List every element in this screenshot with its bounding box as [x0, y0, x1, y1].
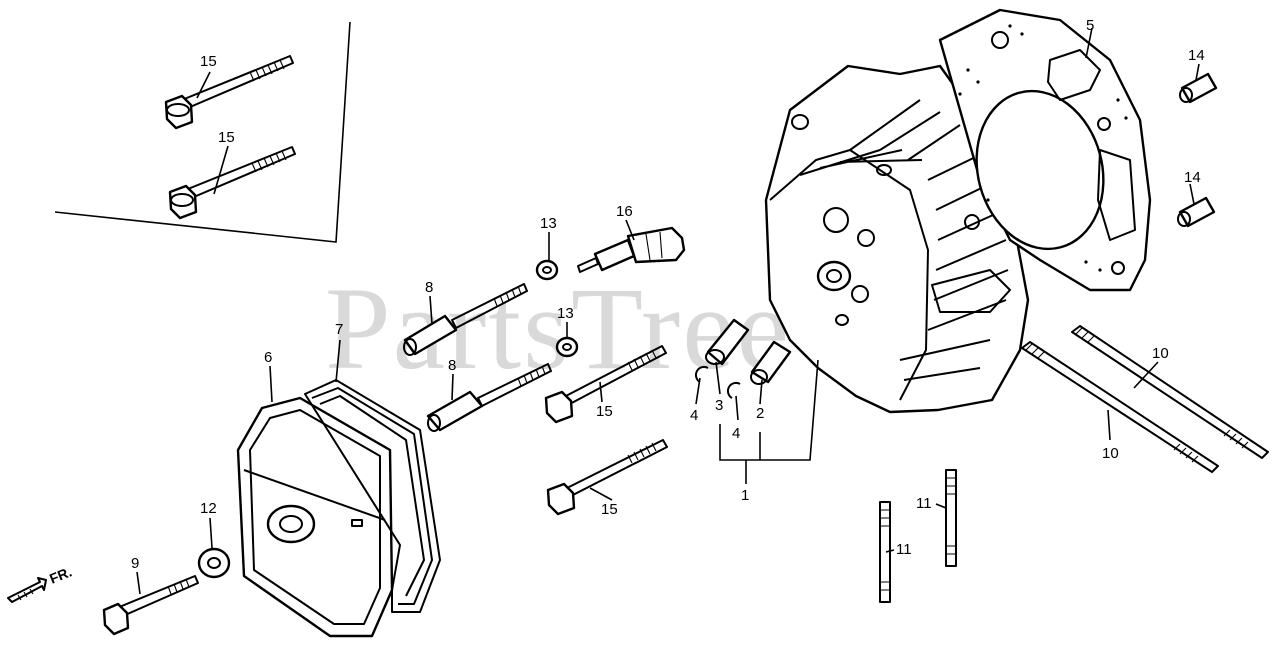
- callout-5[interactable]: 5: [1086, 17, 1094, 34]
- washer-13-bottom[interactable]: [555, 336, 579, 358]
- valve-guide-3[interactable]: [705, 318, 750, 366]
- valve-guide-2[interactable]: [750, 340, 792, 385]
- callout-10[interactable]: 10: [1152, 345, 1169, 362]
- stud-8-bottom[interactable]: [426, 363, 552, 432]
- inset-frame: [54, 21, 351, 243]
- callout-8[interactable]: 8: [448, 357, 456, 374]
- callout-13[interactable]: 13: [540, 215, 557, 232]
- stud-8-top[interactable]: [403, 283, 528, 356]
- bolt-15-middle[interactable]: [544, 345, 667, 424]
- dowel-pin-14-bottom[interactable]: [1177, 196, 1216, 228]
- callout-15[interactable]: 15: [596, 403, 613, 420]
- callout-14[interactable]: 14: [1188, 47, 1205, 64]
- clip-4-right[interactable]: [726, 381, 741, 399]
- spark-plug[interactable]: [577, 226, 686, 273]
- callout-4[interactable]: 4: [690, 407, 698, 424]
- callout-13[interactable]: 13: [557, 305, 574, 322]
- bolt-9[interactable]: [102, 575, 199, 636]
- callout-12[interactable]: 12: [200, 500, 217, 517]
- callout-labels: 15 15 13 16 8 7 6 13 8 15 4 3 4 2 15 1 1…: [131, 17, 1205, 572]
- watermark: PartsTree: [325, 263, 791, 394]
- callout-7[interactable]: 7: [335, 321, 343, 338]
- bolt-15-inset-top[interactable]: [164, 55, 294, 130]
- callout-11[interactable]: 11: [916, 495, 932, 512]
- clip-4-left[interactable]: [694, 365, 709, 383]
- front-direction-indicator: FR.: [7, 563, 74, 603]
- callout-6[interactable]: 6: [264, 349, 272, 366]
- callout-4[interactable]: 4: [732, 425, 740, 442]
- cover-gasket[interactable]: [304, 379, 441, 613]
- valve-cover[interactable]: [236, 396, 394, 638]
- cylinder-head[interactable]: [764, 64, 1030, 414]
- callout-15[interactable]: 15: [200, 53, 217, 70]
- callout-9[interactable]: 9: [131, 555, 139, 572]
- stud-bolt-10-upper[interactable]: [1071, 325, 1269, 459]
- callout-15[interactable]: 15: [601, 501, 618, 518]
- callout-2[interactable]: 2: [756, 405, 764, 422]
- dowel-pin-14-top[interactable]: [1179, 72, 1218, 104]
- callout-10[interactable]: 10: [1102, 445, 1119, 462]
- washer-12[interactable]: [197, 547, 231, 579]
- stud-bolt-10-lower[interactable]: [1021, 341, 1219, 473]
- callout-11[interactable]: 11: [896, 541, 912, 558]
- stud-11-left[interactable]: [879, 501, 891, 603]
- bolt-15-inset-bottom[interactable]: [168, 146, 296, 220]
- washer-13-top[interactable]: [535, 259, 559, 281]
- head-gasket[interactable]: [938, 8, 1152, 292]
- front-label: FR.: [47, 563, 74, 586]
- callout-15[interactable]: 15: [218, 129, 235, 146]
- callout-3[interactable]: 3: [715, 397, 723, 414]
- callout-8[interactable]: 8: [425, 279, 433, 296]
- callout-14[interactable]: 14: [1184, 169, 1201, 186]
- stud-11-right[interactable]: [945, 469, 957, 567]
- callout-16[interactable]: 16: [616, 203, 633, 220]
- bolt-15-lower[interactable]: [546, 439, 668, 516]
- callout-1[interactable]: 1: [741, 487, 749, 504]
- leader-lines: [136, 27, 1200, 595]
